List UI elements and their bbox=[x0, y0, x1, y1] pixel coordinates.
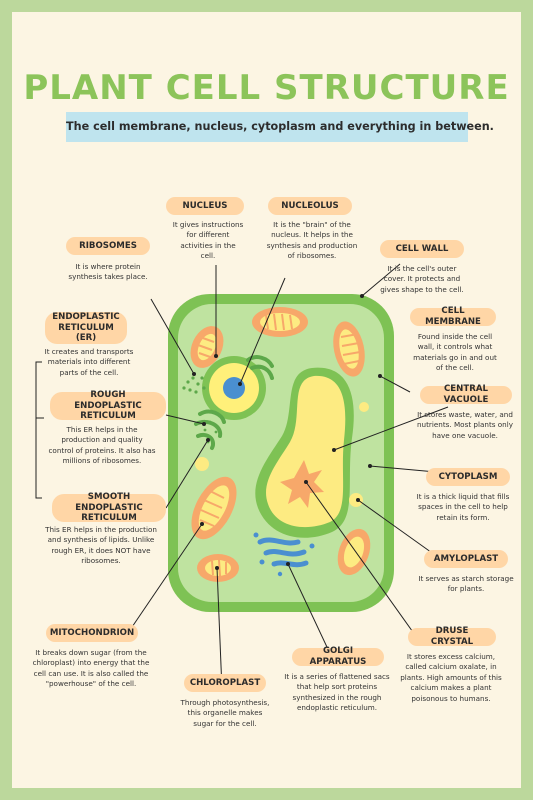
er-bracket bbox=[35, 361, 44, 499]
cytoplasm-description: It is a thick liquid that fills spaces i… bbox=[416, 492, 510, 522]
golgi-apparatus-description: It is a series of flattened sacs that he… bbox=[284, 672, 390, 713]
smooth-er-label: SMOOTH ENDOPLASTIC RETICULUM bbox=[52, 492, 166, 523]
central-vacuole-inner bbox=[266, 375, 346, 528]
nucleus-label: NUCLEUS bbox=[166, 197, 244, 215]
central-vacuole-label: CENTRAL VACUOLE bbox=[420, 384, 512, 405]
druse-crystal-label: DRUSE CRYSTAL bbox=[408, 626, 496, 647]
page-subtitle: The cell membrane, nucleus, cytoplasm an… bbox=[66, 112, 494, 142]
chloroplast-top-middle bbox=[252, 307, 308, 337]
cell-wall-label: CELL WALL bbox=[380, 240, 464, 258]
chloroplast-right bbox=[333, 321, 365, 377]
leader-dots bbox=[192, 294, 382, 570]
mitochondrion-label: MITOCHONDRION bbox=[46, 624, 138, 642]
rough-er-label: ROUGH ENDOPLASTIC RETICULUM bbox=[50, 390, 166, 421]
cell-membrane-description: Found inside the cell wall, it controls … bbox=[413, 332, 497, 373]
mitochondrion-description: It breaks down sugar (from the chloropla… bbox=[32, 648, 150, 689]
central-vacuole-description: It stores waste, water, and nutrients. M… bbox=[416, 410, 513, 440]
druse-crystal-description: It stores excess calcium, called calcium… bbox=[400, 652, 502, 703]
rough-er-description: This ER helps in the production and qual… bbox=[48, 425, 156, 466]
golgi-vesicles bbox=[253, 532, 315, 577]
er-label: ENDOPLASTIC RETICULUM (ER) bbox=[45, 312, 127, 344]
plant-cell-diagram bbox=[35, 263, 449, 691]
cell-wall-description: It is the cell's outer cover. It protect… bbox=[380, 264, 464, 294]
ribosome-dots bbox=[182, 376, 218, 444]
ribosomes-label: RIBOSOMES bbox=[66, 237, 150, 255]
cytoplasm-label: CYTOPLASM bbox=[426, 468, 510, 486]
druse-crystal-shape bbox=[280, 460, 324, 508]
nucleolus-description: It is the "brain" of the nucleus. It hel… bbox=[266, 220, 358, 261]
nucleus-description: It gives instructions for different acti… bbox=[172, 220, 244, 261]
golgi-apparatus-label: GOLGI APPARATUS bbox=[292, 646, 384, 667]
chloroplast-bottom-right bbox=[337, 528, 371, 576]
er-description: It creates and transports materials into… bbox=[44, 347, 134, 377]
chloroplast-description: Through photosynthesis, this organelle m… bbox=[180, 698, 270, 728]
amyloplast-description: It serves as starch storage for plants. bbox=[418, 574, 514, 594]
cell-membrane-label: CELL MEMBRANE bbox=[410, 306, 496, 327]
nucleolus-label: NUCLEOLUS bbox=[268, 197, 352, 215]
leader-lines bbox=[129, 263, 449, 691]
amyloplast-shape-2 bbox=[359, 402, 369, 412]
ribosomes-description: It is where protein synthesis takes plac… bbox=[68, 262, 148, 282]
chloroplast-label: CHLOROPLAST bbox=[184, 674, 266, 692]
smooth-er-description: This ER helps in the production and synt… bbox=[45, 525, 157, 566]
page-title: PLANT CELL STRUCTURE bbox=[23, 68, 510, 108]
amyloplast-label: AMYLOPLAST bbox=[424, 550, 508, 568]
poster: PLANT CELL STRUCTURE The cell membrane, … bbox=[12, 12, 521, 788]
amyloplast-shape-3 bbox=[195, 457, 209, 471]
smooth-er-shape bbox=[246, 355, 274, 380]
